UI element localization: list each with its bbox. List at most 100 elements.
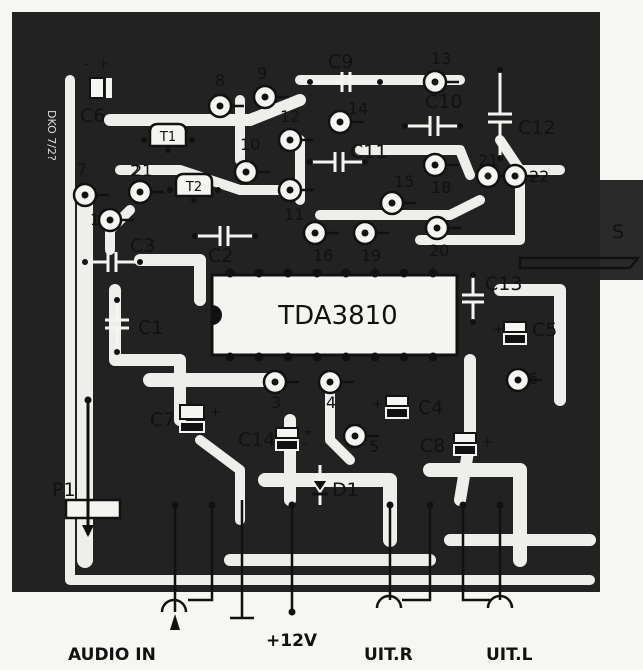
c6-body bbox=[89, 77, 112, 99]
c8-plus: + bbox=[482, 435, 493, 450]
audio-in-label: AUDIO IN bbox=[68, 645, 156, 665]
pad-label: 2 bbox=[130, 161, 140, 180]
ic-label: TDA3810 bbox=[277, 301, 397, 331]
pad-label: 22 bbox=[529, 167, 549, 186]
pad-3: 3 bbox=[262, 369, 299, 412]
d1-label: D1 bbox=[332, 479, 359, 501]
pad-hole bbox=[136, 188, 144, 196]
pad-20: 20 bbox=[424, 215, 461, 260]
pad-22: 22 bbox=[502, 163, 549, 189]
pad-label: 4 bbox=[326, 393, 336, 412]
pad-label: 13 bbox=[431, 49, 451, 68]
s-label: S bbox=[612, 221, 624, 243]
c14-label: C14 bbox=[238, 429, 275, 451]
out-l-label: UIT.L bbox=[486, 645, 533, 665]
capacitor-symbols bbox=[85, 70, 512, 352]
board-edge-shadow bbox=[600, 180, 643, 280]
pad-hole bbox=[326, 378, 334, 386]
ic-pin-top bbox=[370, 268, 380, 278]
pad-hole bbox=[286, 186, 294, 194]
pad-hole bbox=[431, 161, 439, 169]
capacitor-leads bbox=[82, 67, 503, 355]
pad-hole bbox=[242, 168, 250, 176]
pad-5: 5 bbox=[342, 423, 379, 456]
ic-pin-bottom bbox=[254, 352, 264, 362]
c5-body bbox=[503, 321, 527, 345]
out-r-label: UIT.R bbox=[364, 645, 413, 665]
pad-hole bbox=[311, 229, 319, 237]
c1-label: C1 bbox=[138, 317, 163, 339]
c4-plus: + bbox=[372, 397, 383, 412]
pad-14: 14 bbox=[327, 99, 368, 135]
c4-body bbox=[385, 395, 409, 419]
pad-hole bbox=[351, 432, 359, 440]
ic-pin-top bbox=[428, 268, 438, 278]
pad-hole bbox=[433, 224, 441, 232]
c6-minus: - bbox=[84, 57, 89, 72]
pad-4: 4 bbox=[317, 369, 354, 412]
c13-label: C13 bbox=[485, 273, 522, 295]
out-r-jack bbox=[375, 594, 403, 609]
wire-endpoints bbox=[84, 396, 504, 616]
ic-pin-bottom bbox=[225, 352, 235, 362]
ic-pin-bottom bbox=[341, 352, 351, 362]
pad-16: 16 bbox=[302, 220, 339, 265]
pad-6: 6 bbox=[505, 367, 542, 393]
ic-pin-top bbox=[399, 268, 409, 278]
p1-label: P1 bbox=[52, 479, 76, 501]
ic-pins bbox=[225, 268, 438, 362]
pad-label: 8 bbox=[215, 71, 225, 90]
pad-label: 18 bbox=[431, 178, 451, 197]
c14-minus: - bbox=[302, 437, 307, 452]
ic-notch bbox=[212, 305, 222, 325]
jack-symbols bbox=[160, 594, 514, 613]
pad-hole bbox=[484, 172, 492, 180]
pad-label: 9 bbox=[257, 64, 267, 83]
pad-15: 15 bbox=[379, 172, 416, 216]
pad-label: 14 bbox=[348, 99, 368, 118]
c3-label: C3 bbox=[130, 235, 155, 257]
c8-body bbox=[453, 432, 477, 456]
c5-plus: + bbox=[493, 322, 504, 337]
ic-pin-top bbox=[341, 268, 351, 278]
potentiometer-p1 bbox=[64, 400, 122, 537]
t2-label: T2 bbox=[185, 180, 202, 195]
pad-hole bbox=[106, 216, 114, 224]
pad-label: 11 bbox=[284, 205, 304, 224]
pad-label: 12 bbox=[280, 107, 300, 126]
pad-7: 7 bbox=[72, 160, 109, 208]
pad-label: 21 bbox=[132, 161, 152, 180]
pad-hole bbox=[361, 229, 369, 237]
c7-plus: + bbox=[210, 405, 221, 420]
c8-label: C8 bbox=[420, 435, 445, 457]
c2-label: C2 bbox=[208, 245, 233, 267]
ic-pin-bottom bbox=[283, 352, 293, 362]
supply-label: +12V bbox=[266, 631, 318, 651]
pad-9: 9 bbox=[252, 64, 289, 110]
pad-11: 11 bbox=[277, 177, 314, 224]
external-wiring bbox=[173, 256, 641, 620]
electrolytic-capacitors bbox=[89, 77, 527, 456]
audio-in-arrow bbox=[170, 614, 180, 630]
pad-label: 10 bbox=[240, 135, 260, 154]
pad-21: 21 bbox=[127, 161, 164, 205]
pad-label: 3 bbox=[271, 393, 281, 412]
ic-pin-bottom bbox=[399, 352, 409, 362]
pad-label: 6 bbox=[528, 369, 538, 388]
ic-pin-bottom bbox=[370, 352, 380, 362]
pad-hole bbox=[216, 102, 224, 110]
pad-label: 20 bbox=[429, 241, 449, 260]
component-labels: C6 - + C9 C10 C11 C12 C2 C3 C1 C13 C5 + … bbox=[52, 51, 624, 501]
c11-label: C11 bbox=[350, 141, 387, 163]
pad-hole bbox=[286, 136, 294, 144]
ic-pin-bottom bbox=[312, 352, 322, 362]
pad-label: 7 bbox=[77, 160, 87, 179]
pad-hole bbox=[511, 172, 519, 180]
pad-hole bbox=[261, 93, 269, 101]
t1-label: T1 bbox=[159, 130, 176, 145]
out-l-jack bbox=[486, 594, 514, 609]
pad-hole bbox=[81, 191, 89, 199]
pad-label: 16 bbox=[313, 246, 333, 265]
